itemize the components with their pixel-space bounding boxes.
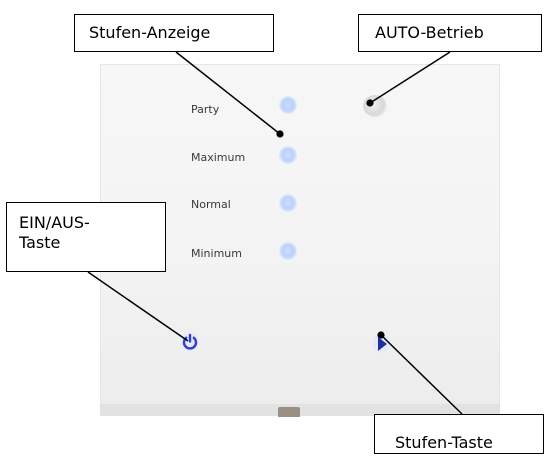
callout-auto-betrieb: AUTO-Betrieb bbox=[358, 14, 542, 52]
callout-stufen-taste-text: Stufen-Taste bbox=[395, 433, 493, 452]
level-label-maximum: Maximum bbox=[191, 151, 246, 164]
play-triangle-icon[interactable] bbox=[370, 333, 392, 355]
led-indicator-icon bbox=[279, 194, 297, 212]
level-label-party: Party bbox=[191, 103, 220, 116]
level-label-normal: Normal bbox=[191, 198, 231, 211]
callout-stufen-anzeige-text: Stufen-Anzeige bbox=[89, 23, 211, 42]
callout-ein-aus-line1: EIN/AUS- bbox=[19, 213, 90, 232]
callout-ein-aus-line2: Taste bbox=[19, 233, 61, 252]
level-label-minimum: Minimum bbox=[191, 247, 242, 260]
bottom-tab bbox=[278, 407, 300, 417]
callout-stufen-taste: Stufen-Taste bbox=[374, 414, 544, 454]
callout-auto-betrieb-text: AUTO-Betrieb bbox=[375, 23, 484, 42]
led-indicator-icon bbox=[279, 242, 297, 260]
led-indicator-icon bbox=[279, 146, 297, 164]
led-indicator-icon bbox=[279, 96, 297, 114]
auto-mode-button-icon[interactable] bbox=[363, 95, 387, 117]
callout-stufen-anzeige: Stufen-Anzeige bbox=[74, 14, 274, 52]
power-icon[interactable] bbox=[179, 331, 201, 353]
callout-ein-aus-taste: EIN/AUS- Taste bbox=[6, 202, 166, 272]
